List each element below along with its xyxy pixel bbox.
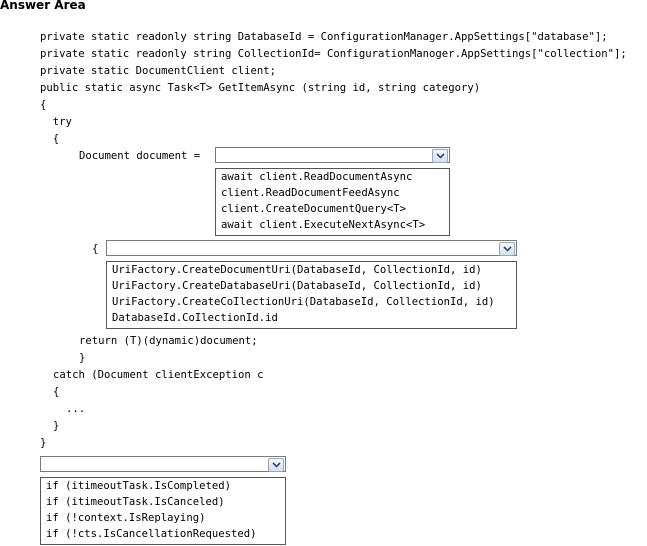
dropdown-option[interactable]: UriFactory.CreateDatabaseUri(DatabaseId,… xyxy=(112,280,482,292)
condition-dropdown-list: if (itimeoutTask.IsCompleted) if (itimeo… xyxy=(40,477,286,545)
dropdown-option[interactable]: client.CreateDocumentQuery<T> xyxy=(221,203,406,215)
code-line: private static DocumentClient client; xyxy=(40,65,276,77)
document-dropdown[interactable] xyxy=(215,147,450,163)
dropdown-option[interactable]: if (itimeoutTask.IsCanceled) xyxy=(46,496,225,508)
code-line: { xyxy=(92,243,99,255)
chevron-down-icon[interactable] xyxy=(499,242,515,256)
code-line: private static readonly string Collectio… xyxy=(40,48,627,60)
uri-dropdown[interactable] xyxy=(106,240,517,256)
dropdown-option[interactable]: UriFactory.CreateCoIlectionUri(DatabaseI… xyxy=(112,296,495,308)
code-line: } xyxy=(79,352,86,364)
condition-dropdown[interactable] xyxy=(40,456,286,472)
dropdown-option[interactable]: client.ReadDocumentFeedAsync xyxy=(221,187,400,199)
code-line: { xyxy=(53,386,60,398)
uri-dropdown-list: UriFactory.CreateDocumentUri(DatabaseId,… xyxy=(106,261,517,329)
code-line: try xyxy=(40,116,72,128)
code-line: return (T)(dynamic)document; xyxy=(79,335,258,347)
chevron-down-icon[interactable] xyxy=(432,149,448,163)
code-line: { xyxy=(40,99,47,111)
code-line: } xyxy=(53,420,60,432)
dropdown-option[interactable]: await client.ExecuteNextAsync<T> xyxy=(221,219,426,231)
code-line: ... xyxy=(66,403,86,415)
code-line: catch (Document clientException c xyxy=(53,369,264,381)
code-line: { xyxy=(40,133,60,145)
dropdown-option[interactable]: if (!cts.IsCancellationRequested) xyxy=(46,528,257,540)
code-line: private static readonly string DatabaseI… xyxy=(40,31,608,43)
dropdown-option[interactable]: DatabaseId.CoIlectionId.id xyxy=(112,312,278,324)
dropdown-option[interactable]: if (!context.IsReplaying) xyxy=(46,512,206,524)
answer-area-title: Answer Area xyxy=(0,0,86,12)
document-dropdown-list: await client.ReadDocumentAsync client.Re… xyxy=(215,168,450,236)
dropdown-option[interactable]: UriFactory.CreateDocumentUri(DatabaseId,… xyxy=(112,264,482,276)
code-line: public static async Task<T> GetItemAsync… xyxy=(40,82,481,94)
code-line: Document document = xyxy=(79,150,201,162)
dropdown-option[interactable]: await client.ReadDocumentAsync xyxy=(221,171,413,183)
dropdown-option[interactable]: if (itimeoutTask.IsCompleted) xyxy=(46,480,231,492)
code-line: } xyxy=(40,437,47,449)
chevron-down-icon[interactable] xyxy=(268,458,284,472)
